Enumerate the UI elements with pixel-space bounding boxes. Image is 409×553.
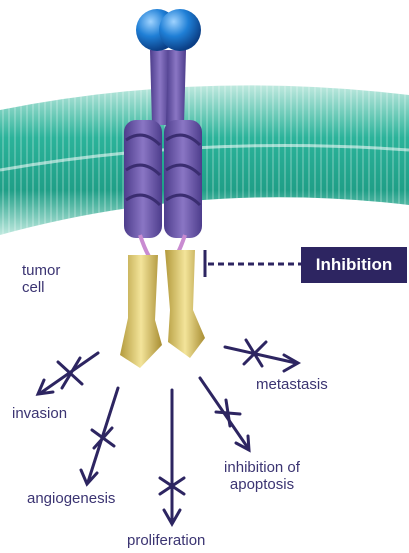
apoptosis-label: inhibition of apoptosis <box>212 459 312 493</box>
arrow-proliferation <box>160 390 184 524</box>
arrow-apoptosis <box>200 378 249 450</box>
ligand <box>136 9 201 51</box>
cell-membrane <box>0 85 409 235</box>
kinase-domains <box>120 250 205 368</box>
tumor-cell-label: tumor cell <box>22 262 60 296</box>
angiogenesis-label: angiogenesis <box>27 490 115 507</box>
inhibition-badge: Inhibition <box>301 247 407 283</box>
proliferation-label: proliferation <box>127 532 205 549</box>
arrow-invasion <box>38 353 98 394</box>
arrow-angiogenesis <box>81 388 118 484</box>
inhibition-line <box>205 250 301 277</box>
arrow-metastasis <box>225 340 298 371</box>
metastasis-label: metastasis <box>256 376 328 393</box>
invasion-label: invasion <box>12 405 67 422</box>
